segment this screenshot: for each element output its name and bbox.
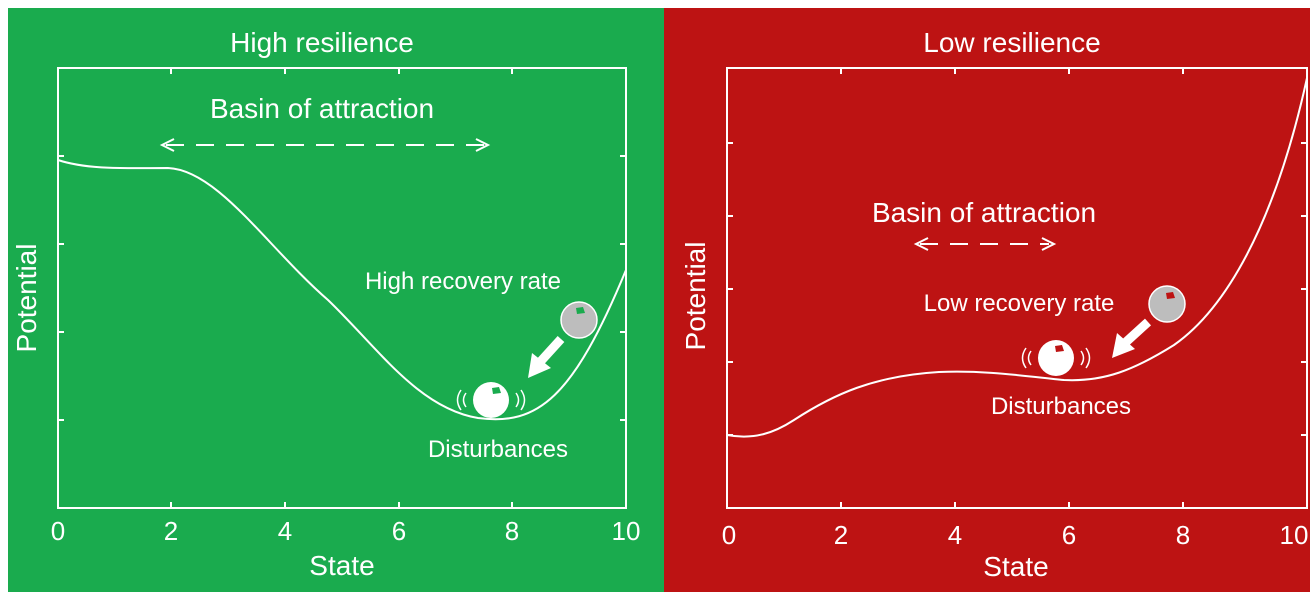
vibration-marks xyxy=(456,389,526,411)
white-ball xyxy=(1038,340,1074,376)
disturbance-label: Disturbances xyxy=(991,393,1131,420)
x-tick-label: 8 xyxy=(505,516,519,546)
x-tick-label: 8 xyxy=(1176,520,1190,550)
basin-label: Basin of attraction xyxy=(210,93,434,124)
y-axis-label: Potential xyxy=(680,242,711,351)
x-tick-label: 0 xyxy=(722,520,736,550)
x-tick-label: 2 xyxy=(834,520,848,550)
x-ticks xyxy=(170,68,513,508)
y-axis-label: Potential xyxy=(11,244,42,353)
basin-arrow xyxy=(159,138,491,152)
basin-label: Basin of attraction xyxy=(872,197,1096,228)
y-ticks xyxy=(58,155,626,421)
recovery-label: Low recovery rate xyxy=(924,290,1115,317)
y-ticks xyxy=(727,142,1307,436)
x-tick-label: 10 xyxy=(1280,520,1309,550)
plot-frame xyxy=(726,67,1308,509)
plot-frame xyxy=(57,67,627,509)
x-tick-label: 0 xyxy=(51,516,65,546)
x-tick-label: 4 xyxy=(948,520,962,550)
high-resilience-diagram: High resilience 0 2 4 6 8 10 State Poten… xyxy=(11,27,641,581)
x-tick-label: 4 xyxy=(278,516,292,546)
x-ticks xyxy=(840,68,1184,508)
gray-ball xyxy=(1148,285,1186,323)
panel-title: Low resilience xyxy=(923,27,1100,58)
panel-title: High resilience xyxy=(230,27,414,58)
potential-curve xyxy=(726,77,1308,438)
x-tick-label: 2 xyxy=(164,516,178,546)
recovery-arrow xyxy=(1112,318,1152,358)
x-axis-label: State xyxy=(983,551,1048,582)
x-tick-label: 10 xyxy=(612,516,641,546)
x-axis-label: State xyxy=(309,550,374,581)
basin-arrow xyxy=(913,237,1057,251)
gray-ball xyxy=(560,301,598,339)
x-tick-label: 6 xyxy=(392,516,406,546)
white-ball xyxy=(473,382,509,418)
recovery-arrow xyxy=(528,335,565,378)
disturbance-label: Disturbances xyxy=(428,436,568,463)
recovery-label: High recovery rate xyxy=(365,268,561,295)
low-resilience-diagram: Low resilience 0 2 4 6 8 10 State Potent… xyxy=(680,27,1309,582)
high-resilience-panel: High resilience 0 2 4 6 8 10 State Poten… xyxy=(8,8,664,592)
potential-curve xyxy=(57,159,627,421)
low-resilience-panel: Low resilience 0 2 4 6 8 10 State Potent… xyxy=(664,8,1310,592)
x-tick-label: 6 xyxy=(1062,520,1076,550)
vibration-marks xyxy=(1021,347,1091,369)
